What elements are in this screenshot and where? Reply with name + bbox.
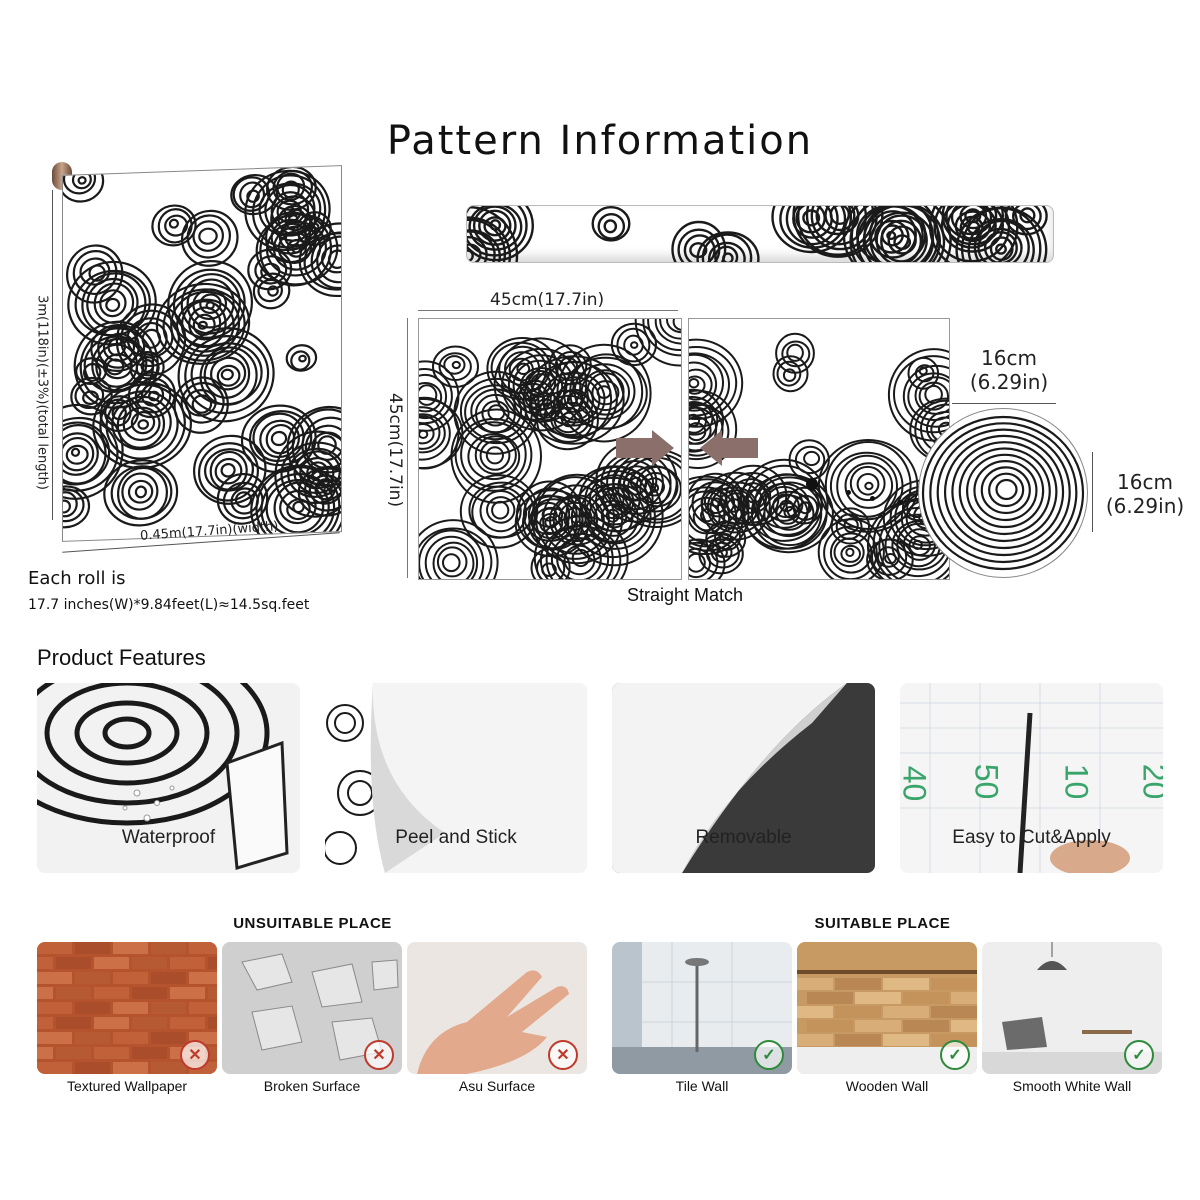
removable-image: [612, 683, 847, 873]
panel-height-label: 45cm(17.7in): [385, 392, 405, 508]
waterproof-image: [37, 683, 289, 870]
check-icon: ✓: [940, 1040, 970, 1070]
feature-label: Easy to Cut&Apply: [952, 827, 1111, 848]
place-label: Asu Surface: [458, 1078, 536, 1094]
rose-pattern: [62, 165, 342, 542]
page-title: Pattern Information: [386, 118, 814, 164]
panel-width-line: [418, 310, 678, 311]
features-heading: Product Features: [37, 645, 206, 670]
place-label: Broken Surface: [263, 1078, 361, 1094]
peel-image: [325, 683, 587, 873]
straight-match-caption: Straight Match: [626, 585, 744, 605]
ruler-number: 20: [1136, 763, 1163, 800]
circle-width-line2: (6.29in): [969, 370, 1049, 394]
circle-height-line1: 16cm: [1117, 470, 1173, 494]
unsuitable-heading: UNSUITABLE PLACE: [233, 915, 392, 932]
circle-width-label: 16cm (6.29in): [954, 346, 1064, 394]
dot-small: [870, 496, 875, 501]
roll-height-label: 3m(118in)(±3%)(total length): [34, 295, 50, 490]
circle-pattern: [921, 415, 1085, 571]
panel-width-label: 45cm(17.7in): [490, 290, 605, 310]
circle-width-line: [952, 403, 1056, 404]
roll-illustration: [30, 160, 350, 553]
ruler-number: 50: [968, 763, 1005, 800]
feature-waterproof: Waterproof: [37, 683, 300, 873]
panel-left-pattern: [419, 319, 681, 579]
wood-pattern: [797, 970, 977, 1074]
check-icon: ✓: [754, 1040, 784, 1070]
dot-large: [806, 478, 818, 490]
cut-image: [900, 683, 1163, 873]
brick-pattern: [37, 942, 217, 1074]
arrow-right-icon: [616, 430, 674, 466]
dot-small: [898, 500, 903, 505]
check-icon: ✓: [1124, 1040, 1154, 1070]
cross-icon: ✕: [364, 1040, 394, 1070]
roll-pattern: [467, 206, 1048, 262]
wallpaper-sheet: [62, 165, 342, 542]
place-label: Textured Wallpaper: [66, 1078, 188, 1094]
hand-image: [417, 970, 569, 1074]
feature-label: Removable: [695, 827, 792, 848]
circle-height-line2: (6.29in): [1105, 494, 1185, 518]
dot-small: [846, 490, 851, 495]
circle-detail: [918, 408, 1088, 578]
place-label: Wooden Wall: [845, 1078, 929, 1094]
height-dimension-line: [52, 190, 53, 520]
feature-easy-cut: 40 50 10 20 Easy to Cut&Apply: [900, 683, 1163, 873]
circle-height-label: 16cm (6.29in): [1090, 470, 1200, 518]
place-label: Tile Wall: [675, 1078, 729, 1094]
each-roll-value: 17.7 inches(W)*9.84feet(L)≈14.5sq.feet: [28, 597, 310, 613]
room-image: [982, 942, 1162, 1074]
feature-removable: Removable: [612, 683, 875, 873]
ruler-number: 10: [1058, 763, 1095, 800]
place-label: Smooth White Wall: [1012, 1078, 1132, 1094]
tile-wall-image: [612, 942, 792, 1074]
smooth-white-wall-image: [982, 942, 1162, 1074]
cross-icon: ✕: [180, 1040, 210, 1070]
cross-icon: ✕: [548, 1040, 578, 1070]
panel-height-line: [407, 318, 408, 578]
panel-right-pattern: [689, 332, 949, 579]
feature-peel-and-stick: Peel and Stick: [325, 683, 587, 873]
circle-height-line: [1092, 452, 1093, 532]
each-roll-label: Each roll is: [28, 568, 126, 589]
feature-label: Waterproof: [121, 827, 216, 848]
rolled-wallpaper: [466, 205, 1054, 263]
circle-width-line1: 16cm: [981, 346, 1037, 370]
feature-label: Peel and Stick: [395, 827, 517, 848]
panel-left: [418, 318, 682, 580]
arrow-left-icon: [700, 430, 758, 466]
ruler-number: 40: [900, 765, 933, 802]
suitable-heading: SUITABLE PLACE: [814, 915, 951, 932]
